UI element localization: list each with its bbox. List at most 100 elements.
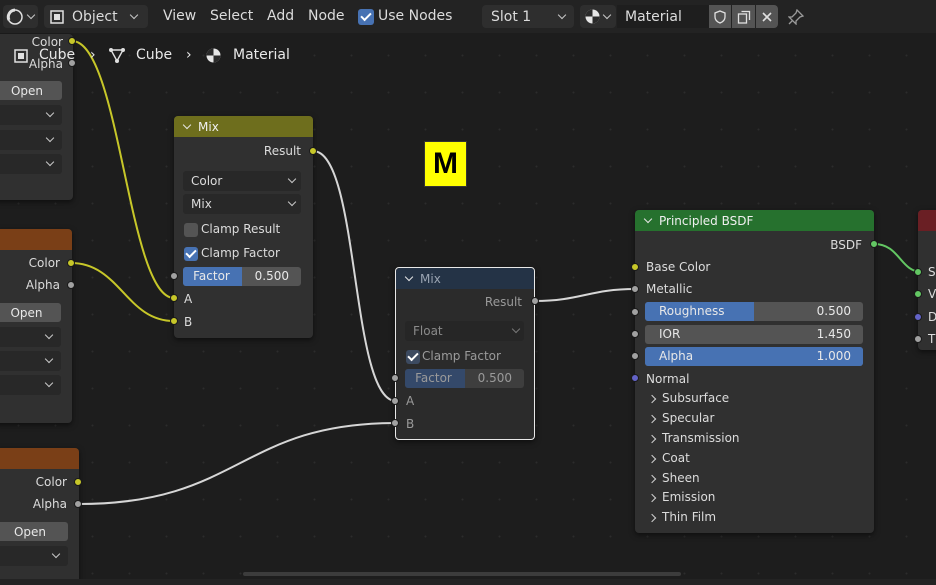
blend-mode-dropdown[interactable]: Mix bbox=[183, 194, 301, 214]
chevron-down-icon bbox=[602, 10, 612, 20]
factor-slider[interactable]: Factor 0.500 bbox=[405, 369, 524, 388]
menu-view[interactable]: View bbox=[163, 8, 197, 24]
image-dropdown-2[interactable] bbox=[0, 130, 62, 150]
mix-color-node[interactable]: Mix Result Color Mix Clamp Result Clamp … bbox=[174, 116, 313, 338]
socket-float-b-in[interactable] bbox=[391, 419, 399, 427]
data-type-dropdown[interactable]: Float bbox=[405, 321, 524, 341]
open-image-button[interactable]: Open bbox=[0, 81, 62, 100]
image-node-middle[interactable]: Color Alpha Open bbox=[0, 229, 72, 423]
principled-bsdf-node[interactable]: Principled BSDF BSDF Base Color Metallic… bbox=[635, 210, 874, 533]
mix-color-node-header[interactable]: Mix bbox=[174, 116, 313, 137]
collapse-chevron-icon[interactable] bbox=[182, 120, 192, 130]
socket-label-normal: Normal bbox=[646, 372, 690, 386]
panel-emission[interactable]: Emission bbox=[647, 490, 715, 504]
image-node-bottom[interactable]: Color Alpha Open bbox=[0, 448, 79, 585]
menu-add[interactable]: Add bbox=[267, 8, 295, 24]
socket-bsdf-out[interactable] bbox=[870, 240, 878, 248]
material-browse-button[interactable] bbox=[580, 5, 616, 28]
fake-user-button[interactable] bbox=[709, 5, 731, 28]
slot-dropdown[interactable]: Slot 1 bbox=[482, 5, 574, 28]
socket-output-surface-in[interactable] bbox=[914, 268, 922, 276]
socket-bottom-color-out[interactable] bbox=[74, 478, 82, 486]
node-title: Mix bbox=[198, 119, 219, 134]
horizontal-scrollbar[interactable] bbox=[243, 572, 681, 576]
socket-top-alpha-out[interactable] bbox=[68, 59, 76, 67]
socket-label-color: Color bbox=[28, 256, 60, 270]
socket-metallic-in[interactable] bbox=[631, 285, 639, 293]
mix-float-node-header[interactable]: Mix bbox=[396, 268, 534, 289]
material-name-field[interactable]: Material bbox=[617, 5, 709, 28]
socket-label-alpha: Alpha bbox=[28, 57, 63, 71]
open-image-button[interactable]: Open bbox=[0, 522, 68, 541]
socket-float-result-out[interactable] bbox=[531, 297, 539, 305]
collapse-chevron-icon[interactable] bbox=[404, 272, 414, 282]
use-nodes-label[interactable]: Use Nodes bbox=[378, 8, 453, 24]
image-dropdown-3[interactable] bbox=[0, 375, 61, 395]
socket-base-color-in[interactable] bbox=[631, 263, 639, 271]
socket-label-result: Result bbox=[263, 144, 301, 158]
socket-top-color-out[interactable] bbox=[68, 37, 76, 45]
bottom-strip bbox=[0, 579, 936, 585]
panel-transmission[interactable]: Transmission bbox=[647, 431, 740, 445]
image-node-top[interactable]: Color Alpha Open bbox=[0, 34, 73, 200]
clamp-factor-checkbox[interactable] bbox=[406, 350, 420, 364]
panel-specular[interactable]: Specular bbox=[647, 411, 714, 425]
panel-coat[interactable]: Coat bbox=[647, 451, 690, 465]
socket-output-thickness-in[interactable] bbox=[914, 335, 922, 343]
menu-node[interactable]: Node bbox=[308, 8, 345, 24]
socket-label-a: A bbox=[184, 292, 193, 306]
panel-sheen[interactable]: Sheen bbox=[647, 471, 700, 485]
socket-bottom-alpha-out[interactable] bbox=[74, 500, 82, 508]
image-dropdown-2[interactable] bbox=[0, 351, 61, 371]
roughness-slider[interactable]: Roughness 0.500 bbox=[645, 302, 863, 321]
image-dropdown-1[interactable] bbox=[0, 327, 61, 347]
object-shader-type-dropdown[interactable]: Object bbox=[44, 5, 148, 28]
image-dropdown-1[interactable] bbox=[0, 105, 62, 125]
link-float-result-to-metallic bbox=[534, 288, 636, 302]
factor-slider-fill bbox=[183, 267, 242, 286]
socket-float-a-in[interactable] bbox=[391, 397, 399, 405]
link-bottom-alpha-to-float-b bbox=[78, 422, 397, 505]
socket-roughness-in[interactable] bbox=[631, 308, 639, 316]
material-output-node-partial[interactable]: S V D T bbox=[918, 210, 936, 350]
mix-float-node[interactable]: Mix Result Float Clamp Factor Factor 0.5… bbox=[395, 267, 535, 440]
open-image-button[interactable]: Open bbox=[0, 303, 61, 322]
data-type-dropdown[interactable]: Color bbox=[183, 171, 301, 191]
alpha-slider[interactable]: Alpha 1.000 bbox=[645, 347, 863, 366]
image-dropdown-1[interactable] bbox=[0, 546, 68, 566]
socket-ior-in[interactable] bbox=[631, 330, 639, 338]
link-mix-result-to-float-a bbox=[312, 150, 397, 402]
alpha-slider-fill bbox=[645, 347, 863, 366]
unlink-material-button[interactable] bbox=[756, 5, 778, 28]
link-top-color-to-mix-a bbox=[71, 40, 175, 299]
socket-mix-b-in[interactable] bbox=[170, 317, 178, 325]
socket-mid-color-out[interactable] bbox=[67, 259, 75, 267]
clamp-result-checkbox[interactable] bbox=[184, 223, 198, 237]
ior-field[interactable]: IOR 1.450 bbox=[645, 325, 863, 344]
menu-select[interactable]: Select bbox=[210, 8, 254, 24]
duplicate-material-button[interactable] bbox=[732, 5, 755, 28]
socket-mix-factor-in[interactable] bbox=[170, 272, 178, 280]
bsdf-node-header[interactable]: Principled BSDF bbox=[635, 210, 874, 231]
socket-mix-a-in[interactable] bbox=[170, 294, 178, 302]
socket-output-displacement-in[interactable] bbox=[914, 313, 922, 321]
socket-normal-in[interactable] bbox=[631, 374, 639, 382]
editor-type-button[interactable] bbox=[3, 5, 38, 28]
panel-subsurface[interactable]: Subsurface bbox=[647, 391, 729, 405]
image-dropdown-3[interactable] bbox=[0, 154, 62, 174]
clamp-factor-checkbox[interactable] bbox=[184, 247, 198, 261]
socket-alpha-in[interactable] bbox=[631, 352, 639, 360]
use-nodes-checkbox[interactable] bbox=[358, 9, 374, 25]
factor-slider[interactable]: Factor 0.500 bbox=[183, 267, 301, 286]
socket-output-volume-in[interactable] bbox=[914, 290, 922, 298]
socket-mid-alpha-out[interactable] bbox=[67, 281, 75, 289]
socket-mix-result-out[interactable] bbox=[309, 147, 317, 155]
panel-thin-film[interactable]: Thin Film bbox=[647, 510, 716, 524]
socket-float-factor-in[interactable] bbox=[391, 374, 399, 382]
collapse-chevron-icon[interactable] bbox=[643, 214, 653, 224]
node-title: Principled BSDF bbox=[659, 213, 754, 228]
factor-label: Factor bbox=[415, 371, 452, 385]
pin-icon[interactable] bbox=[788, 9, 804, 25]
